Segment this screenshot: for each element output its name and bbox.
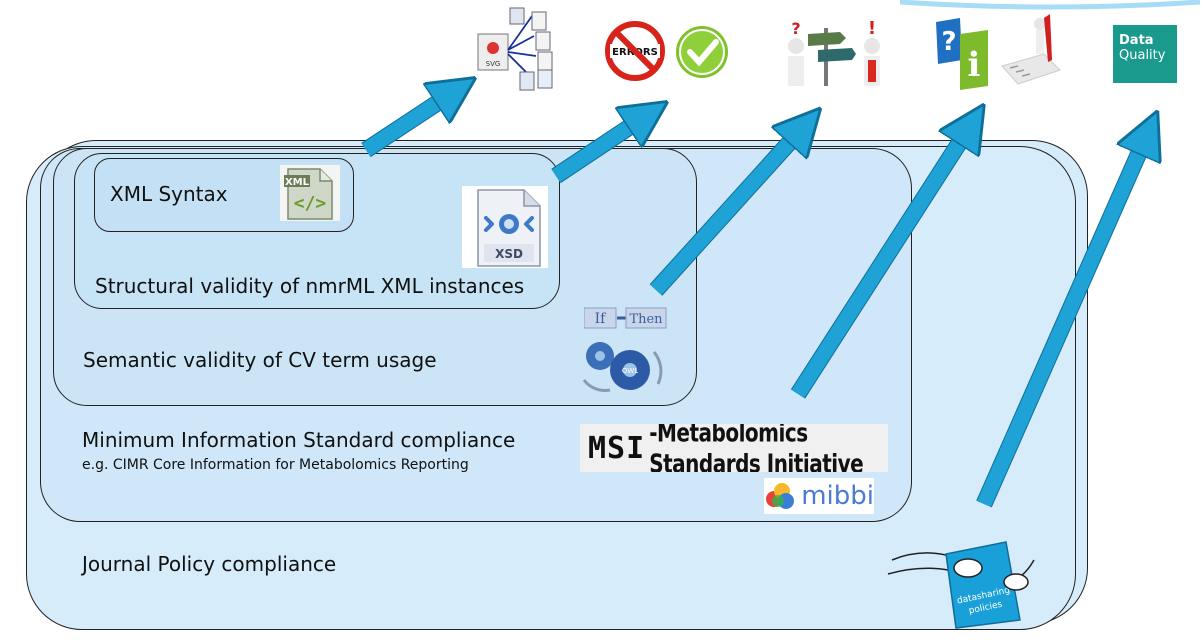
xml-syntax-label: XML Syntax	[110, 182, 228, 206]
svg-text:XML: XML	[285, 177, 310, 188]
xsd-file-icon: XSD	[462, 186, 548, 268]
info-question-icon: ? i	[936, 18, 988, 90]
svg-text:i: i	[968, 45, 981, 85]
top-glow-line	[900, 0, 1200, 10]
checkmark-icon	[676, 26, 728, 78]
signpost-person-icon: ? !	[788, 18, 880, 86]
arrow-semantic	[649, 122, 808, 296]
svg-text:</>: </>	[294, 193, 327, 214]
svg-text:If: If	[595, 311, 608, 327]
msi-logo: MSI-Metabolomics Standards Initiative	[580, 424, 888, 472]
datasharing-policies-icon: datasharing policies	[887, 541, 1035, 629]
mibbi-circles-icon	[766, 483, 794, 509]
svg-text:?: ?	[791, 19, 800, 38]
arrow-minimum-info	[790, 120, 974, 399]
data-quality-line1: Data	[1119, 33, 1154, 48]
svg-text:Then: Then	[629, 312, 663, 327]
arrow-structural	[551, 112, 652, 184]
mibbi-logo: mibbi	[764, 478, 874, 514]
structural-label: Structural validity of nmrML XML instanc…	[95, 274, 525, 298]
arrow-xml-syntax	[361, 88, 460, 158]
svg-text:SVG: SVG	[486, 60, 501, 68]
if-then-icon: If Then	[584, 307, 667, 329]
minimum-info-label: Minimum Information Standard compliance	[82, 428, 516, 452]
arrow-journal-policy	[976, 128, 1150, 508]
no-errors-icon: ERRORS	[605, 21, 665, 81]
svg-text:XSD: XSD	[495, 247, 523, 261]
gears-icon: OWL	[582, 342, 663, 392]
journal-policy-label: Journal Policy compliance	[82, 552, 337, 576]
svg-text:OWL: OWL	[622, 367, 638, 375]
svg-export-icon: SVG	[477, 7, 553, 91]
minimum-info-example: e.g. CIMR Core Information for Metabolom…	[82, 457, 469, 473]
svg-text:?: ?	[941, 27, 956, 57]
data-quality-logo: Data Quality	[1113, 25, 1177, 83]
svg-text:!: !	[868, 18, 876, 39]
checklist-person-icon	[1001, 14, 1061, 85]
semantic-label: Semantic validity of CV term usage	[83, 348, 437, 372]
xml-file-icon: XML </>	[280, 165, 340, 221]
data-quality-line2: Quality	[1119, 48, 1166, 63]
